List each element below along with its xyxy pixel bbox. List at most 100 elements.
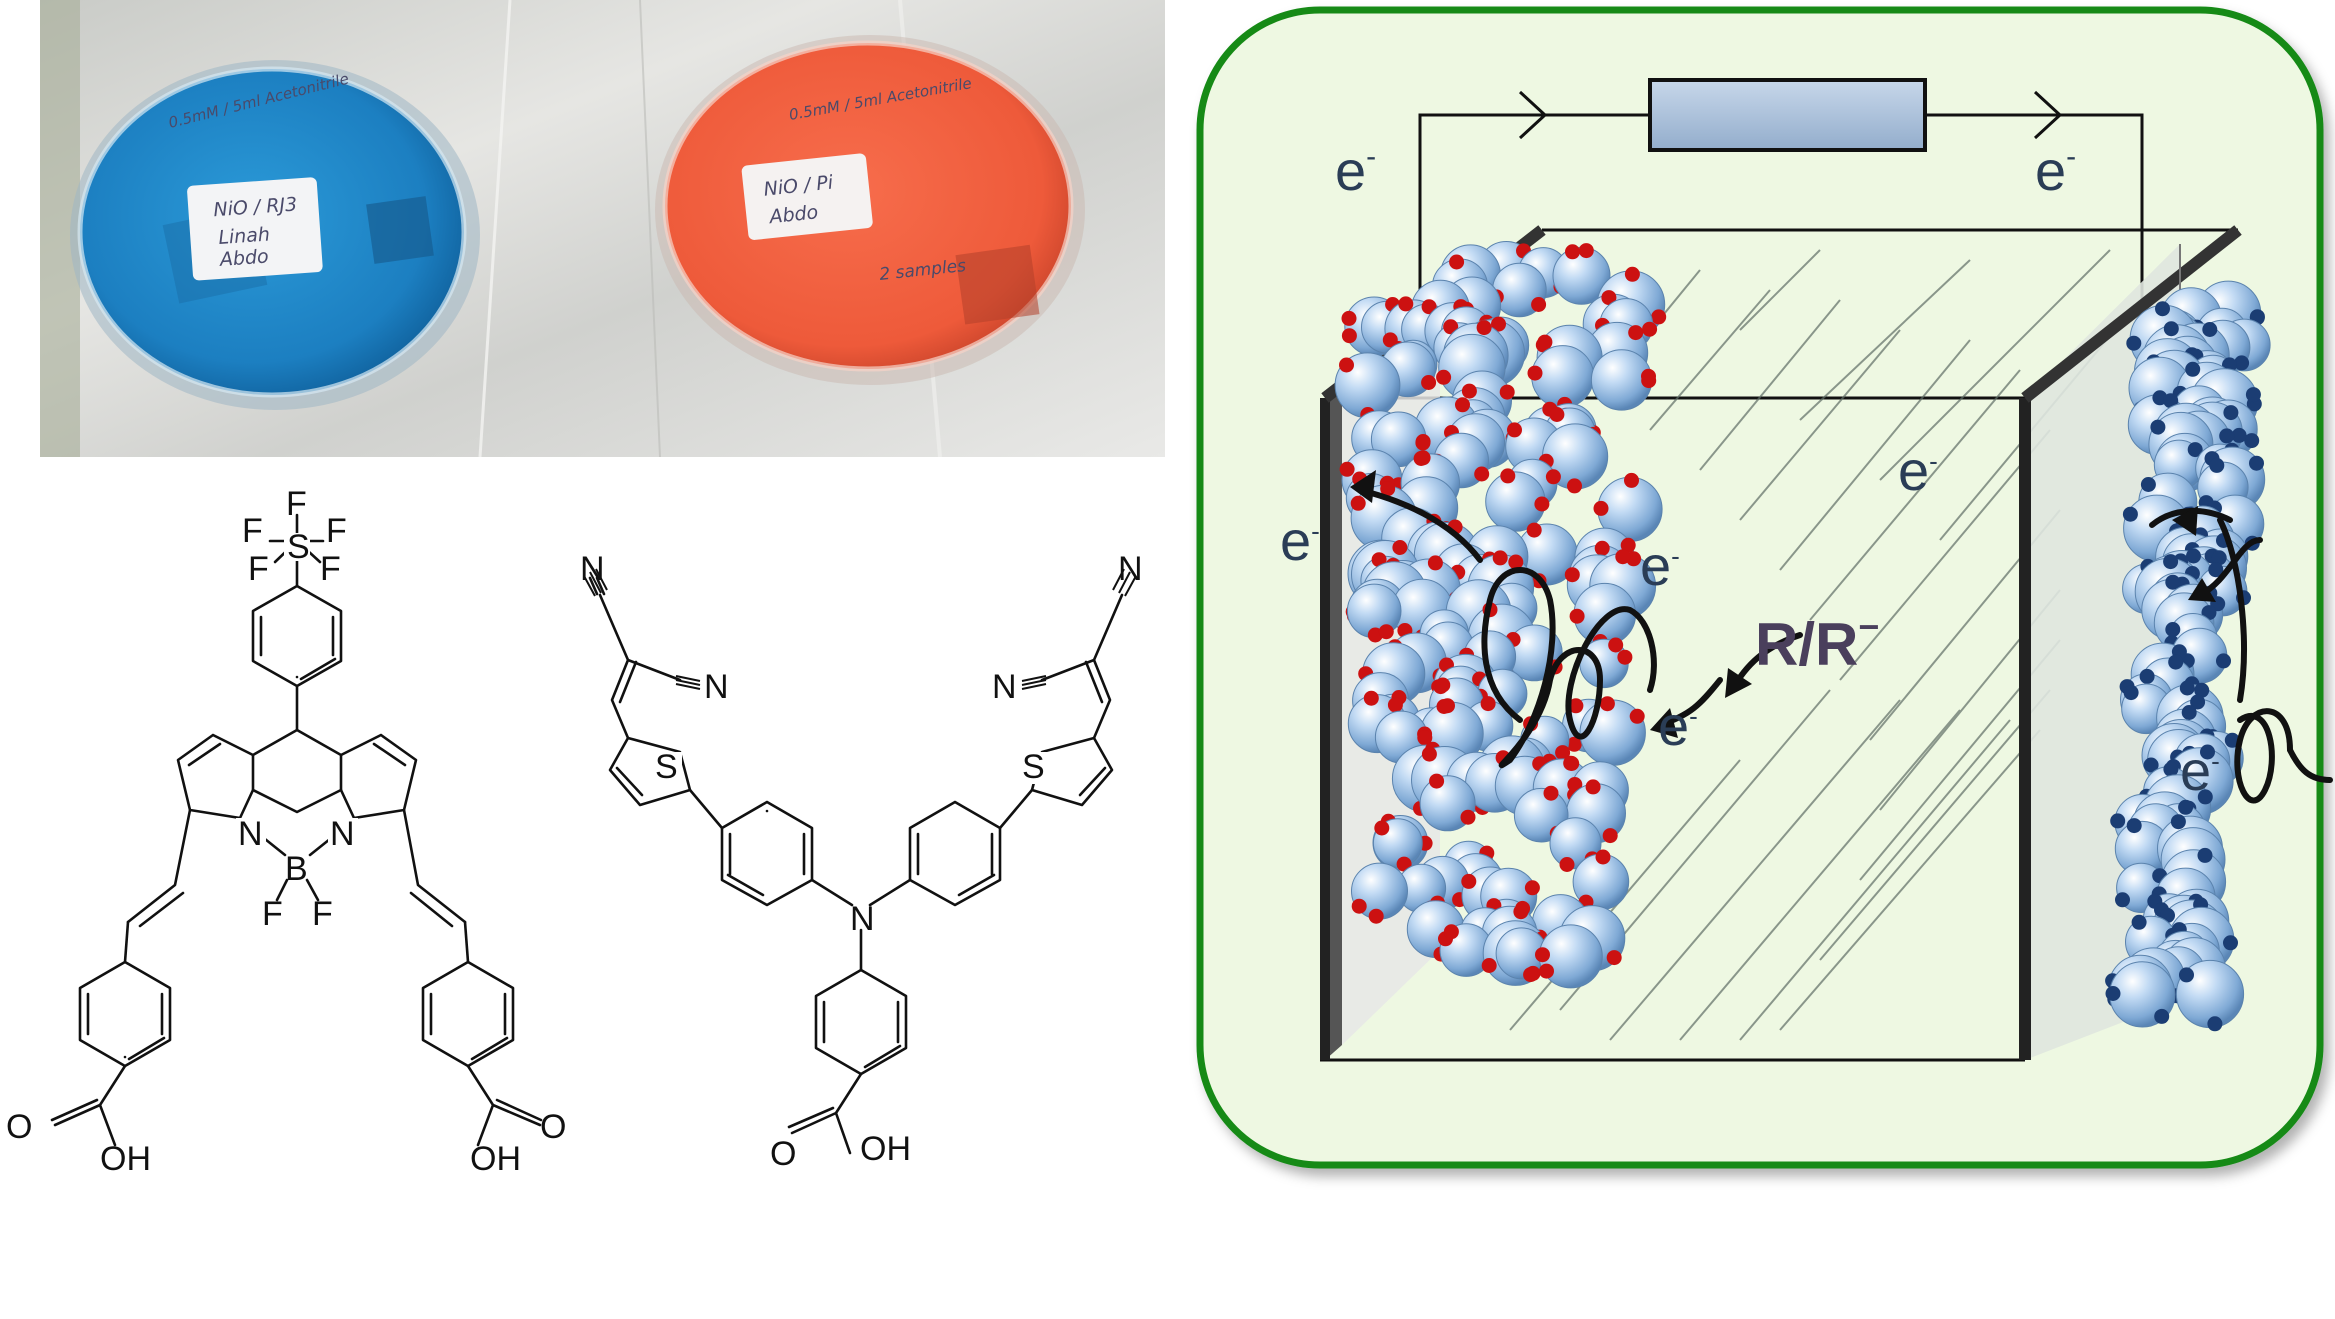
dye-molecule-dot bbox=[2186, 548, 2201, 564]
dye-molecule-dot bbox=[1508, 554, 1524, 570]
dye-molecule-dot bbox=[1559, 857, 1575, 872]
dye-molecule-dot bbox=[1415, 435, 1431, 451]
dye-molecule-dot bbox=[2163, 393, 2179, 409]
svg-text:Abdo: Abdo bbox=[217, 246, 269, 271]
dye-molecule-dot bbox=[2209, 457, 2225, 473]
dye-molecule-dot bbox=[1413, 451, 1429, 466]
svg-text:N: N bbox=[992, 668, 1017, 706]
dye-molecule-dot bbox=[2115, 892, 2130, 908]
svg-text:N: N bbox=[580, 550, 605, 588]
dye-molecule-dot bbox=[1443, 924, 1459, 940]
electrolyte-hatching bbox=[1509, 249, 2141, 1041]
dye-molecule-dot bbox=[1523, 967, 1539, 983]
dye-molecule-dot bbox=[1599, 696, 1615, 712]
load-resistor bbox=[1648, 78, 1927, 152]
dye-molecule-dot bbox=[1429, 773, 1445, 789]
dye-molecule-dot bbox=[1513, 904, 1529, 920]
dye-molecule-dot bbox=[1537, 334, 1553, 350]
redox-couple-label: R/R− bbox=[1755, 606, 1879, 678]
dye-molecule-dot bbox=[2197, 847, 2213, 863]
dye-molecule-dot bbox=[1569, 608, 1585, 624]
svg-text:Linah: Linah bbox=[218, 223, 271, 249]
dye-molecule-dot bbox=[1595, 849, 1611, 865]
dye-molecule-dot bbox=[2202, 322, 2218, 337]
dye-molecule-dot bbox=[1421, 375, 1437, 390]
dye-molecule-dot bbox=[1593, 500, 1609, 516]
dye-molecule-dot bbox=[1449, 254, 1465, 270]
dye-molecule-dot bbox=[1363, 690, 1379, 706]
dye-molecule-dot bbox=[1566, 736, 1582, 752]
dye-molecule-dot bbox=[1350, 495, 1366, 511]
dye-molecule-dot bbox=[2179, 967, 2194, 983]
dye-molecule-dot bbox=[1606, 950, 1622, 966]
dye-molecule-dot bbox=[1351, 898, 1367, 914]
blue-dye-dish: 0.5mM / 5ml Acetonitrile NiO / RJ3 Linah… bbox=[70, 60, 480, 410]
dye-molecule-dot bbox=[1524, 880, 1540, 896]
dye-molecule-dot bbox=[1564, 567, 1580, 583]
dye-molecule-dot bbox=[1455, 397, 1470, 413]
dye-molecule-dot bbox=[1531, 297, 1547, 312]
dye-molecule-dot bbox=[2163, 761, 2179, 777]
dye-molecule-dot bbox=[1549, 407, 1565, 422]
dye-molecule-dot bbox=[1435, 677, 1451, 693]
boron-atom: B bbox=[285, 850, 308, 888]
svg-text:N: N bbox=[1118, 550, 1143, 588]
dye-molecule-dot bbox=[1368, 908, 1384, 924]
svg-text:O: O bbox=[6, 1108, 32, 1146]
dye-molecule-dot bbox=[2123, 685, 2139, 701]
electron-paths bbox=[1357, 487, 2333, 804]
svg-text:S: S bbox=[655, 748, 678, 786]
svg-text:O: O bbox=[770, 1135, 796, 1173]
dye-molecule-dot bbox=[2208, 562, 2224, 578]
dye-molecule-dot bbox=[1461, 873, 1477, 889]
dye-molecule-dot bbox=[1608, 637, 1624, 653]
svg-text:N: N bbox=[330, 815, 355, 853]
svg-text:F: F bbox=[262, 895, 283, 933]
dye-molecule-dot bbox=[1461, 383, 1477, 399]
dye-molecule-dot bbox=[1481, 958, 1497, 973]
dye-molecule-dot bbox=[2216, 653, 2231, 669]
electron-arrowheads bbox=[1350, 470, 2216, 738]
svg-text:S: S bbox=[1022, 748, 1045, 786]
svg-text:F: F bbox=[326, 512, 347, 550]
dye-molecule-dot bbox=[1507, 422, 1522, 438]
dye-molecule-dot bbox=[1443, 319, 1459, 335]
svg-text:e-: e- bbox=[2180, 739, 2220, 802]
svg-text:e-: e- bbox=[1335, 139, 1376, 202]
dye-molecule-dot bbox=[1341, 328, 1357, 344]
dye-structures: S F F F F F N N B F F O OH O OH N S N N … bbox=[0, 470, 1180, 1190]
dye-molecule-dot bbox=[1500, 468, 1516, 484]
dye-molecule-dot bbox=[2110, 813, 2126, 829]
petri-dish-photo: 0.5mM / 5ml Acetonitrile NiO / RJ3 Linah… bbox=[40, 0, 1165, 457]
dye-molecule-dot bbox=[1543, 785, 1559, 801]
sample-label-left bbox=[187, 177, 323, 281]
dye-molecule-dot bbox=[1387, 697, 1403, 713]
svg-text:N: N bbox=[238, 815, 263, 853]
dye-molecule-dot bbox=[1474, 466, 1490, 482]
dye-molecule-dot bbox=[1476, 320, 1492, 336]
dye-molecule-dot bbox=[2200, 744, 2215, 760]
svg-text:Abdo: Abdo bbox=[766, 201, 819, 228]
dye-molecule-dot bbox=[2105, 986, 2121, 1001]
dye-molecule-dot bbox=[1565, 244, 1580, 260]
dye-molecule-dot bbox=[1568, 698, 1584, 714]
dye-molecule-dot bbox=[2163, 321, 2179, 337]
tandem-cell-schematic: e- e- bbox=[1180, 0, 2335, 1314]
dye-molecule-dot bbox=[1534, 496, 1550, 512]
dye-molecule-dot bbox=[2155, 301, 2170, 317]
dye-molecule-dot bbox=[2190, 694, 2206, 710]
dye-molecule-dot bbox=[2165, 574, 2181, 590]
svg-text:F: F bbox=[286, 485, 307, 523]
dye-molecule-dot bbox=[2231, 427, 2247, 443]
dye-molecule-dot bbox=[2194, 682, 2210, 698]
dye-molecule-dot bbox=[1427, 555, 1443, 571]
dye-molecule-dot bbox=[1624, 472, 1639, 488]
dye-molecule-dot bbox=[2223, 935, 2238, 951]
svg-text:O: O bbox=[540, 1108, 566, 1146]
dye-molecule-dot bbox=[1421, 746, 1437, 762]
dye-molecule-dot bbox=[1601, 290, 1617, 306]
dye-molecule-dot bbox=[1374, 820, 1390, 836]
svg-text:e-: e- bbox=[1280, 509, 1320, 572]
dye-molecule-dot bbox=[1620, 537, 1636, 553]
dye-molecule-dot bbox=[1642, 321, 1658, 337]
